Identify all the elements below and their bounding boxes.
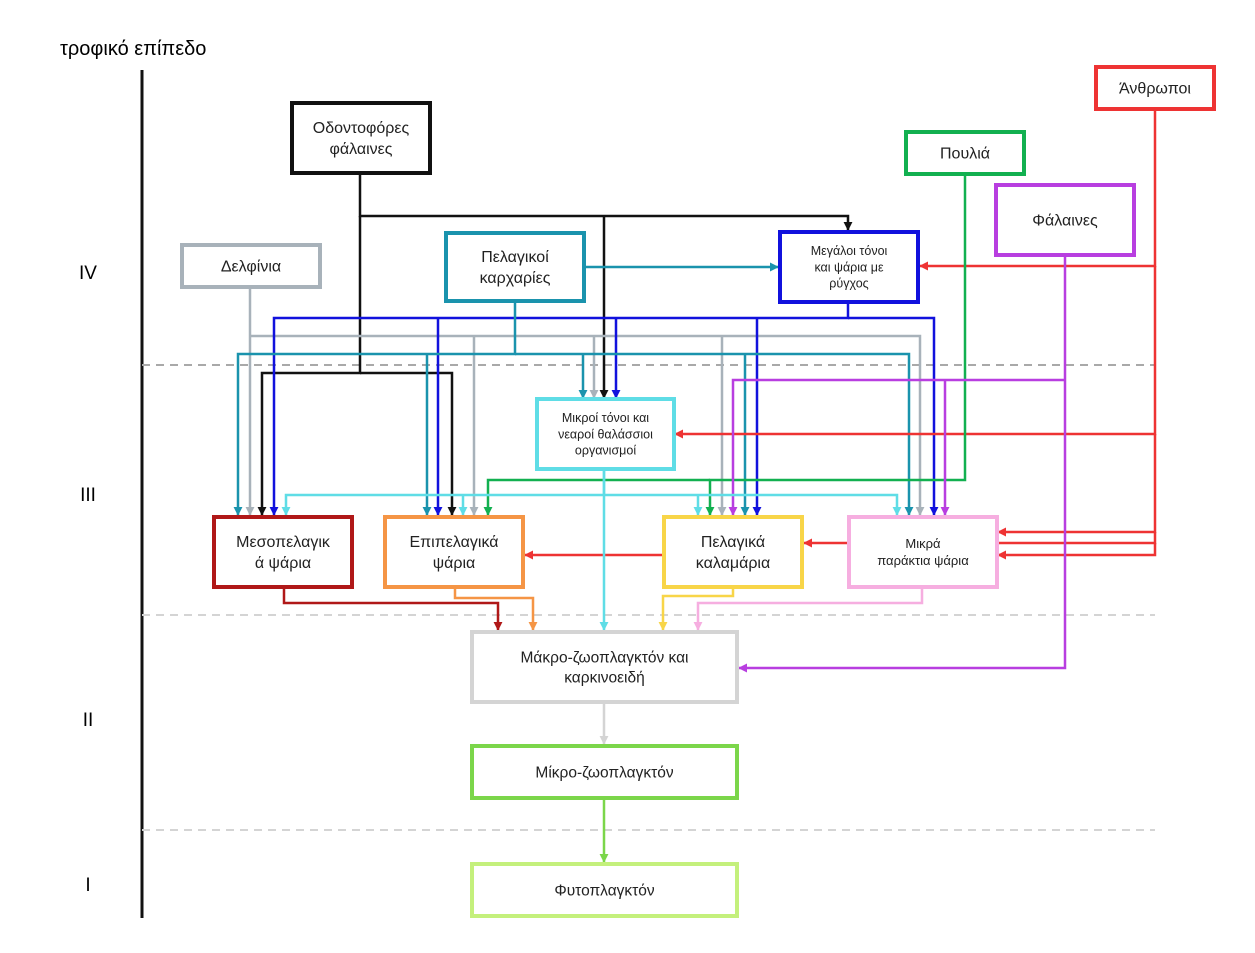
node-small-coastal-fish: Μικρά παράκτια ψάρια xyxy=(847,515,999,589)
node-large-tuna-label-0: Μεγάλοι τόνοι xyxy=(811,244,888,258)
node-toothed-whales-box xyxy=(290,101,432,175)
link-teal-1 xyxy=(233,301,517,516)
node-toothed-whales: Οδοντοφόρες φάλαινες xyxy=(290,101,432,175)
node-dolphins-label-0: Δελφίνια xyxy=(221,259,281,276)
node-small-tuna-label-2: οργανισμοί xyxy=(575,444,636,458)
node-small-tuna-box xyxy=(535,397,676,471)
link-green-1 xyxy=(483,478,710,516)
link-red-4 xyxy=(997,543,1157,560)
node-pelagic-squid-label-1: καλαμάρια xyxy=(696,555,770,572)
node-humans: Άνθρωποι xyxy=(1094,65,1216,111)
link-pink-0 xyxy=(693,588,924,631)
node-mesopelagic-fish: Μεσοπελαγικ ά ψάρια xyxy=(212,515,354,589)
level-I-label: I xyxy=(85,875,90,896)
node-epipelagic-fish: Επιπελαγικά ψάρια xyxy=(383,515,525,589)
node-small-tuna-label-0: Μικροί τόνοι και xyxy=(562,411,649,425)
node-birds: Πουλιά xyxy=(904,130,1026,176)
node-mesopelagic-fish-label-1: ά ψάρια xyxy=(255,555,311,572)
node-small-tuna-label-1: νεαροί θαλάσσιοι xyxy=(558,427,653,441)
level-IV-label: IV xyxy=(79,263,97,284)
node-dolphins: Δελφίνια xyxy=(180,243,322,289)
food-web-nodes: Οδοντοφόρες φάλαινες ΆνθρωποιΠουλιάΦάλαινε… xyxy=(180,65,1216,918)
node-pelagic-sharks: Πελαγικοί καρχαρίες xyxy=(444,231,586,303)
node-whales-box xyxy=(994,183,1136,257)
node-large-tuna: Μεγάλοι τόνοι και ψάρια με ρύγχος xyxy=(778,230,920,304)
node-macrozooplankton-label-1: καρκινοειδή xyxy=(564,670,645,687)
node-microzooplankton-box xyxy=(470,744,739,800)
level-III-label: III xyxy=(80,485,96,506)
node-mesopelagic-fish-label-0: Μεσοπελαγικ xyxy=(236,534,331,551)
node-toothed-whales-label-0: Οδοντοφόρες xyxy=(313,120,410,137)
link-purple-0 xyxy=(738,255,1067,673)
node-pelagic-squid: Πελαγικά καλαμάρια xyxy=(662,515,804,589)
node-mesopelagic-fish-box xyxy=(212,515,354,589)
link-green-0 xyxy=(705,174,967,516)
axis-title: τροφικό επίπεδο xyxy=(60,38,206,60)
node-phytoplankton-label-0: Φυτοπλαγκτόν xyxy=(554,882,655,899)
node-birds-box xyxy=(904,130,1026,176)
link-blue-1 xyxy=(848,316,939,516)
node-birds-label-0: Πουλιά xyxy=(940,146,990,163)
link-cyan-2 xyxy=(604,493,902,516)
node-toothed-whales-label-1: φάλαινες xyxy=(329,141,392,158)
link-yellow-0 xyxy=(658,588,735,631)
link-cyan-1 xyxy=(281,469,606,516)
link-black-3 xyxy=(360,371,457,516)
link-darkred-0 xyxy=(282,588,503,631)
node-pelagic-sharks-label-0: Πελαγικοί xyxy=(481,249,549,266)
node-macrozooplankton: Μάκρο-ζωοπλαγκτόν και καρκινοειδή xyxy=(470,630,739,704)
food-web-links xyxy=(233,109,1157,863)
node-small-coastal-fish-label-0: Μικρά xyxy=(905,536,941,551)
node-large-tuna-box xyxy=(778,230,920,304)
node-epipelagic-fish-label-1: ψάρια xyxy=(433,555,476,572)
node-pelagic-sharks-label-1: καρχαρίες xyxy=(480,270,551,287)
node-epipelagic-fish-box xyxy=(383,515,525,589)
link-red-2 xyxy=(997,434,1157,537)
node-small-coastal-fish-box xyxy=(847,515,999,589)
node-large-tuna-label-1: και ψάρια με xyxy=(814,260,884,274)
node-small-coastal-fish-label-1: παράκτια ψάρια xyxy=(877,553,969,568)
node-whales-label-0: Φάλαινες xyxy=(1032,213,1098,230)
link-blue-0 xyxy=(269,302,850,516)
node-pelagic-squid-box xyxy=(662,515,804,589)
link-teal-2 xyxy=(515,352,914,516)
node-phytoplankton-box xyxy=(470,862,739,918)
link-purple-1 xyxy=(728,378,1065,516)
node-microzooplankton-label-0: Μίκρο-ζωοπλαγκτόν xyxy=(535,764,673,781)
node-pelagic-squid-label-0: Πελαγικά xyxy=(701,534,765,551)
node-epipelagic-fish-label-0: Επιπελαγικά xyxy=(409,534,498,551)
node-humans-box xyxy=(1094,65,1216,111)
node-dolphins-box xyxy=(180,243,322,289)
node-macrozooplankton-box xyxy=(470,630,739,704)
node-microzooplankton: Μίκρο-ζωοπλαγκτόν xyxy=(470,744,739,800)
link-black-2 xyxy=(257,216,362,516)
level-II-label: II xyxy=(83,710,94,731)
node-whales: Φάλαινες xyxy=(994,183,1136,257)
node-macrozooplankton-label-0: Μάκρο-ζωοπλαγκτόν και xyxy=(521,649,689,666)
link-orange-0 xyxy=(453,588,538,631)
node-humans-label-0: Άνθρωποι xyxy=(1119,81,1191,98)
node-large-tuna-label-2: ρύγχος xyxy=(829,277,868,291)
node-small-tuna: Μικροί τόνοι και νεαροί θαλάσσιοι οργανισμ… xyxy=(535,397,676,471)
node-phytoplankton: Φυτοπλαγκτόν xyxy=(470,862,739,918)
node-pelagic-sharks-box xyxy=(444,231,586,303)
